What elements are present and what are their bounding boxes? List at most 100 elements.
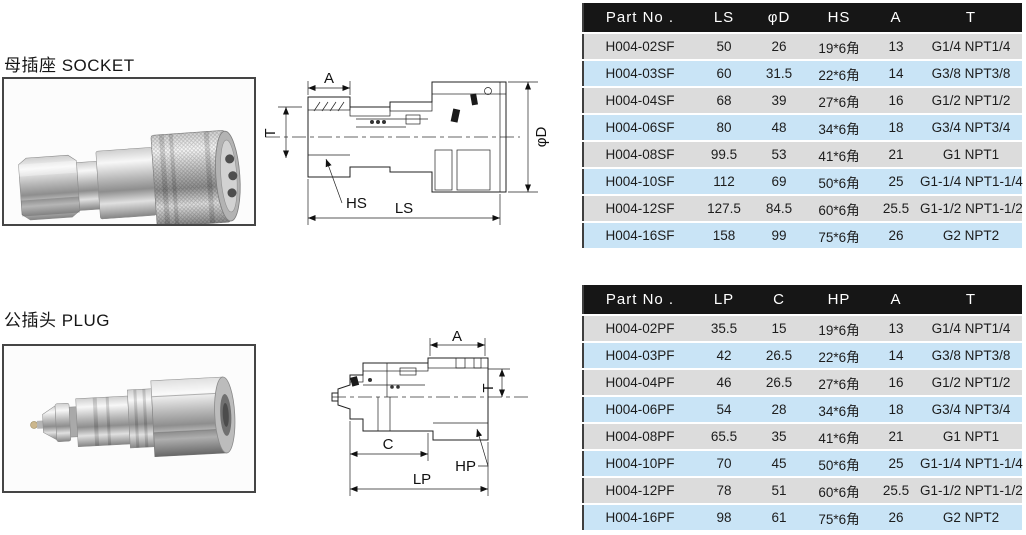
table-cell: 60*6角 xyxy=(806,195,872,223)
table-cell: 34*6角 xyxy=(806,396,872,424)
column-header: LS xyxy=(696,3,752,34)
table-cell: 25.5 xyxy=(872,195,920,223)
table-cell: 26.5 xyxy=(752,342,806,370)
table-cell: 13 xyxy=(872,33,920,61)
table-cell: 25 xyxy=(872,450,920,478)
plug-product-photo xyxy=(2,344,256,493)
table-cell: 26 xyxy=(872,222,920,250)
table-cell: 18 xyxy=(872,114,920,142)
socket-section-title: 母插座 SOCKET xyxy=(4,56,135,75)
plug-section-title: 公插头 PLUG xyxy=(4,311,111,330)
table-cell: 54 xyxy=(696,396,752,424)
table-cell: 112 xyxy=(696,168,752,196)
table-cell: 27*6角 xyxy=(806,87,872,115)
table-cell: G1/2 NPT1/2 xyxy=(920,87,1022,115)
table-cell: G1-1/2 NPT1-1/2 xyxy=(920,477,1023,505)
column-header: Part No . xyxy=(583,3,696,34)
table-cell: G3/4 NPT3/4 xyxy=(920,114,1022,142)
table-cell: 14 xyxy=(872,342,920,370)
table-cell: G1-1/4 NPT1-1/4 xyxy=(920,450,1023,478)
table-cell: H004-10PF xyxy=(583,450,696,478)
table-cell: G3/8 NPT3/8 xyxy=(920,60,1022,88)
table-cell: H004-02PF xyxy=(583,315,696,343)
column-header: Part No . xyxy=(583,285,696,316)
socket-product-photo xyxy=(2,77,256,228)
table-cell: 98 xyxy=(696,504,752,532)
column-header: φD xyxy=(752,3,806,34)
table-cell: 50*6角 xyxy=(806,450,872,478)
table-cell: 75*6角 xyxy=(806,222,872,250)
table-cell: 99.5 xyxy=(696,141,752,169)
column-header: T xyxy=(920,3,1022,34)
table-cell: H004-08PF xyxy=(583,423,696,451)
table-cell: 99 xyxy=(752,222,806,250)
table-cell: 19*6角 xyxy=(806,315,872,343)
table-cell: 22*6角 xyxy=(806,342,872,370)
socket-dim-d: φD xyxy=(533,127,550,148)
table-cell: G1/4 NPT1/4 xyxy=(920,33,1022,61)
table-cell: 41*6角 xyxy=(806,423,872,451)
table-cell: 65.5 xyxy=(696,423,752,451)
table-cell: 84.5 xyxy=(752,195,806,223)
column-header: A xyxy=(872,3,920,34)
table-cell: 45 xyxy=(752,450,806,478)
table-cell: 70 xyxy=(696,450,752,478)
table-cell: H004-03PF xyxy=(583,342,696,370)
table-cell: 39 xyxy=(752,87,806,115)
table-cell: 61 xyxy=(752,504,806,532)
table-cell: 35.5 xyxy=(696,315,752,343)
table-cell: 50 xyxy=(696,33,752,61)
table-cell: H004-16SF xyxy=(583,222,696,250)
plug-dim-c: C xyxy=(383,436,394,453)
table-cell: G3/4 NPT3/4 xyxy=(920,396,1022,424)
table-cell: 78 xyxy=(696,477,752,505)
table-cell: 28 xyxy=(752,396,806,424)
table-cell: 69 xyxy=(752,168,806,196)
table-cell: G2 NPT2 xyxy=(920,222,1022,250)
table-cell: 25.5 xyxy=(872,477,920,505)
table-cell: G1/4 NPT1/4 xyxy=(920,315,1022,343)
table-cell: 21 xyxy=(872,141,920,169)
table-cell: H004-06SF xyxy=(583,114,696,142)
table-cell: 60*6角 xyxy=(806,477,872,505)
plug-dim-lp: LP xyxy=(413,471,431,488)
table-cell: H004-16PF xyxy=(583,504,696,532)
table-cell: G1 NPT1 xyxy=(920,423,1022,451)
plug-photo-image xyxy=(30,376,236,458)
column-header: HP xyxy=(806,285,872,316)
socket-dim-ls: LS xyxy=(395,200,413,217)
table-cell: 41*6角 xyxy=(806,141,872,169)
table-cell: G1-1/4 NPT1-1/4 xyxy=(920,168,1023,196)
table-cell: 22*6角 xyxy=(806,60,872,88)
table-cell: H004-06PF xyxy=(583,396,696,424)
table-cell: 127.5 xyxy=(696,195,752,223)
column-header: T xyxy=(920,285,1022,316)
plug-technical-drawing: A T C HP LP xyxy=(330,328,563,535)
table-cell: 25 xyxy=(872,168,920,196)
table-cell: 16 xyxy=(872,87,920,115)
table-cell: 19*6角 xyxy=(806,33,872,61)
table-cell: H004-04SF xyxy=(583,87,696,115)
table-cell: 16 xyxy=(872,369,920,397)
table-cell: 26 xyxy=(752,33,806,61)
table-cell: 31.5 xyxy=(752,60,806,88)
table-cell: 26.5 xyxy=(752,369,806,397)
table-cell: 34*6角 xyxy=(806,114,872,142)
socket-drawing-svg: A T HS LS φD xyxy=(262,70,550,225)
table-cell: G1/2 NPT1/2 xyxy=(920,369,1022,397)
